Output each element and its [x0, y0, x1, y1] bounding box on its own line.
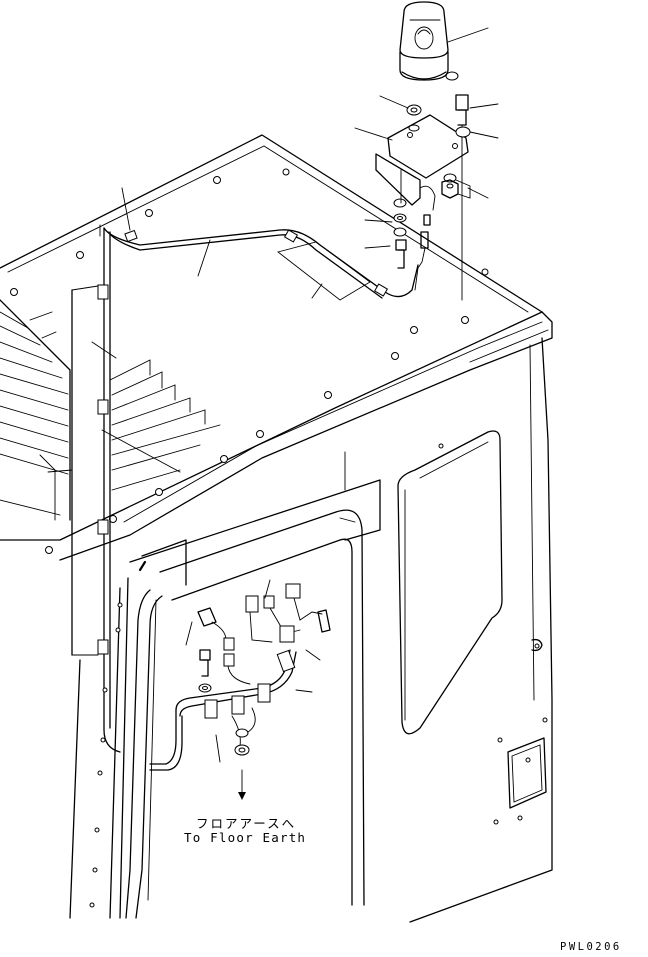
- cab-body: [69, 337, 553, 923]
- mounting-bracket: [375, 114, 469, 211]
- leader-lines: [47, 27, 499, 763]
- rotating-beacon: [399, 1, 459, 81]
- cab-roof: [0, 134, 553, 561]
- floor-earth-note-jp: フロアアースへ: [196, 816, 297, 831]
- left-pillar-harness: [71, 227, 121, 753]
- floor-earth-note-en: To Floor Earth: [184, 830, 307, 845]
- roof-harness: [103, 227, 419, 301]
- door-harness: [149, 583, 331, 800]
- beacon-hardware: [393, 94, 471, 301]
- drawing-reference-code: PWL0206: [560, 941, 622, 953]
